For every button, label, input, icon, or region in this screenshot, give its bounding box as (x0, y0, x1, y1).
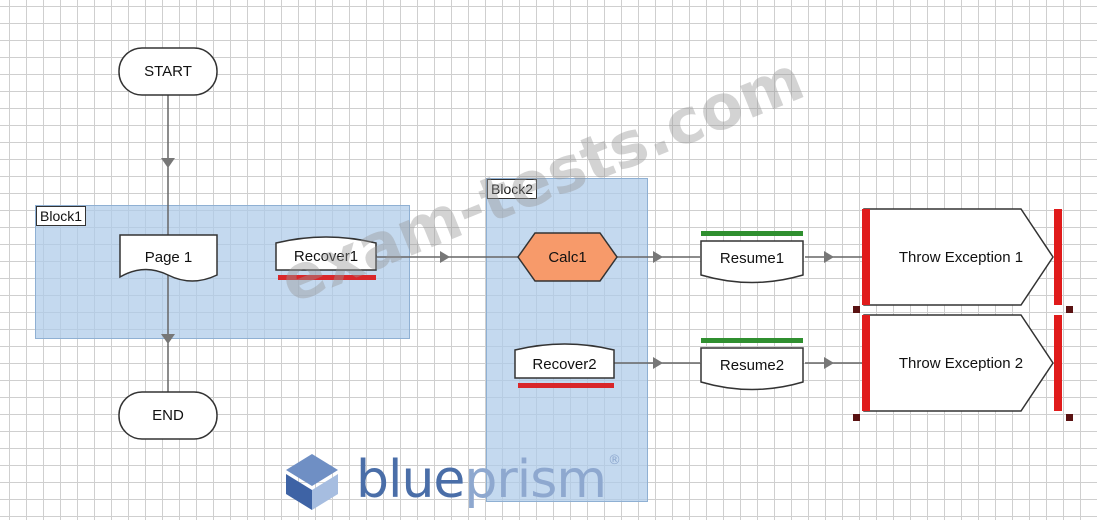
arrow-right-icon (824, 357, 834, 369)
brand-name: blueprism® (356, 453, 621, 506)
resume2-marker (701, 338, 803, 343)
end-label[interactable]: END (152, 407, 184, 424)
recover2-label[interactable]: Recover2 (532, 355, 597, 373)
recover1-shape (275, 236, 377, 271)
selection-handle-icon (853, 306, 860, 313)
brand-part-blue: blue (356, 450, 465, 510)
resume2-shape (700, 347, 804, 391)
blueprism-logo: blueprism® (278, 448, 621, 512)
block2[interactable]: Block2 (486, 178, 648, 502)
end-terminator (118, 391, 218, 440)
selection-handle-icon (1066, 306, 1073, 313)
block1-label: Block1 (36, 206, 87, 226)
throw2-bar-right (1054, 315, 1062, 411)
selection-handle-icon (853, 414, 860, 421)
arrow-down-icon (161, 334, 175, 344)
recover2-shape (514, 343, 615, 379)
start-terminator (118, 47, 218, 96)
selection-handle-icon (1066, 414, 1073, 421)
recover1-marker (278, 275, 376, 280)
throw1-bar-right (1054, 209, 1062, 305)
arrow-right-icon (653, 251, 663, 263)
page1-shape (119, 234, 218, 282)
page1-label[interactable]: Page 1 (144, 248, 193, 266)
registered-mark: ® (608, 453, 621, 468)
arrow-right-icon (824, 251, 834, 263)
arrow-right-icon (653, 357, 663, 369)
recover2-marker (518, 383, 614, 388)
resume1-marker (701, 231, 803, 236)
start-label[interactable]: START (144, 63, 192, 80)
arrow-right-icon (440, 251, 450, 263)
calc1-shape (517, 232, 618, 282)
calc1-label[interactable]: Calc1 (548, 248, 587, 266)
resume2-label[interactable]: Resume2 (719, 356, 785, 374)
throw2-label[interactable]: Throw Exception 2 (898, 354, 1024, 372)
arrow-down-icon (161, 158, 175, 168)
block1[interactable]: Block1 (35, 205, 410, 339)
throw1-bar-left (862, 209, 870, 305)
throw2-bar-left (862, 315, 870, 411)
brand-part-prism: prism (464, 450, 607, 510)
resume1-label[interactable]: Resume1 (719, 249, 785, 267)
blueprism-logo-icon (286, 454, 338, 510)
recover1-label[interactable]: Recover1 (293, 248, 359, 265)
throw1-label[interactable]: Throw Exception 1 (898, 248, 1024, 266)
block2-label: Block2 (487, 179, 538, 199)
resume1-shape (700, 240, 804, 284)
